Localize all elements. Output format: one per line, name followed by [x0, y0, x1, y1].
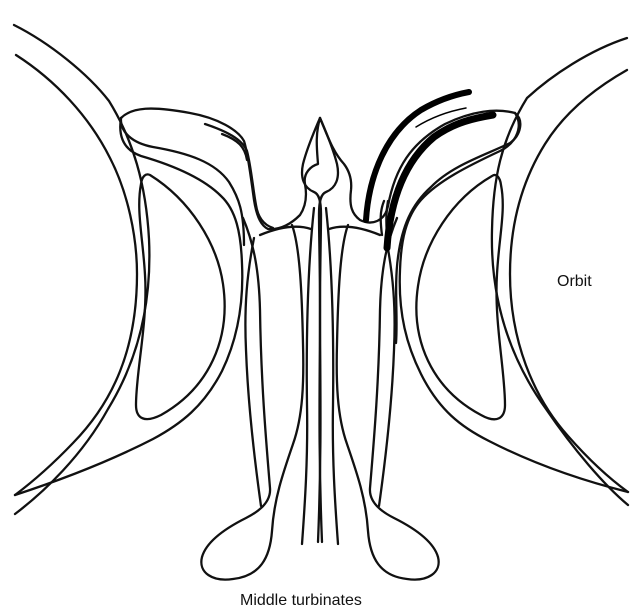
right-orbit-outer-boundary [492, 38, 628, 505]
left-orbit-outer-boundary [14, 25, 149, 514]
left-maxillary-frame [15, 118, 242, 495]
right-middle-turbinate [337, 218, 439, 580]
left-drainage-line [205, 124, 273, 228]
diagram-outlines [14, 25, 628, 580]
orbit-label: Orbit [557, 273, 592, 291]
right-maxillary-frame [400, 113, 628, 492]
middle-turbinates-label: Middle turbinates [240, 592, 362, 610]
left-orbit-inner-boundary [15, 55, 137, 495]
left-middle-turbinate [201, 218, 303, 580]
highlight-marks [366, 92, 493, 248]
left-crescent-cavity-outer [136, 174, 225, 419]
